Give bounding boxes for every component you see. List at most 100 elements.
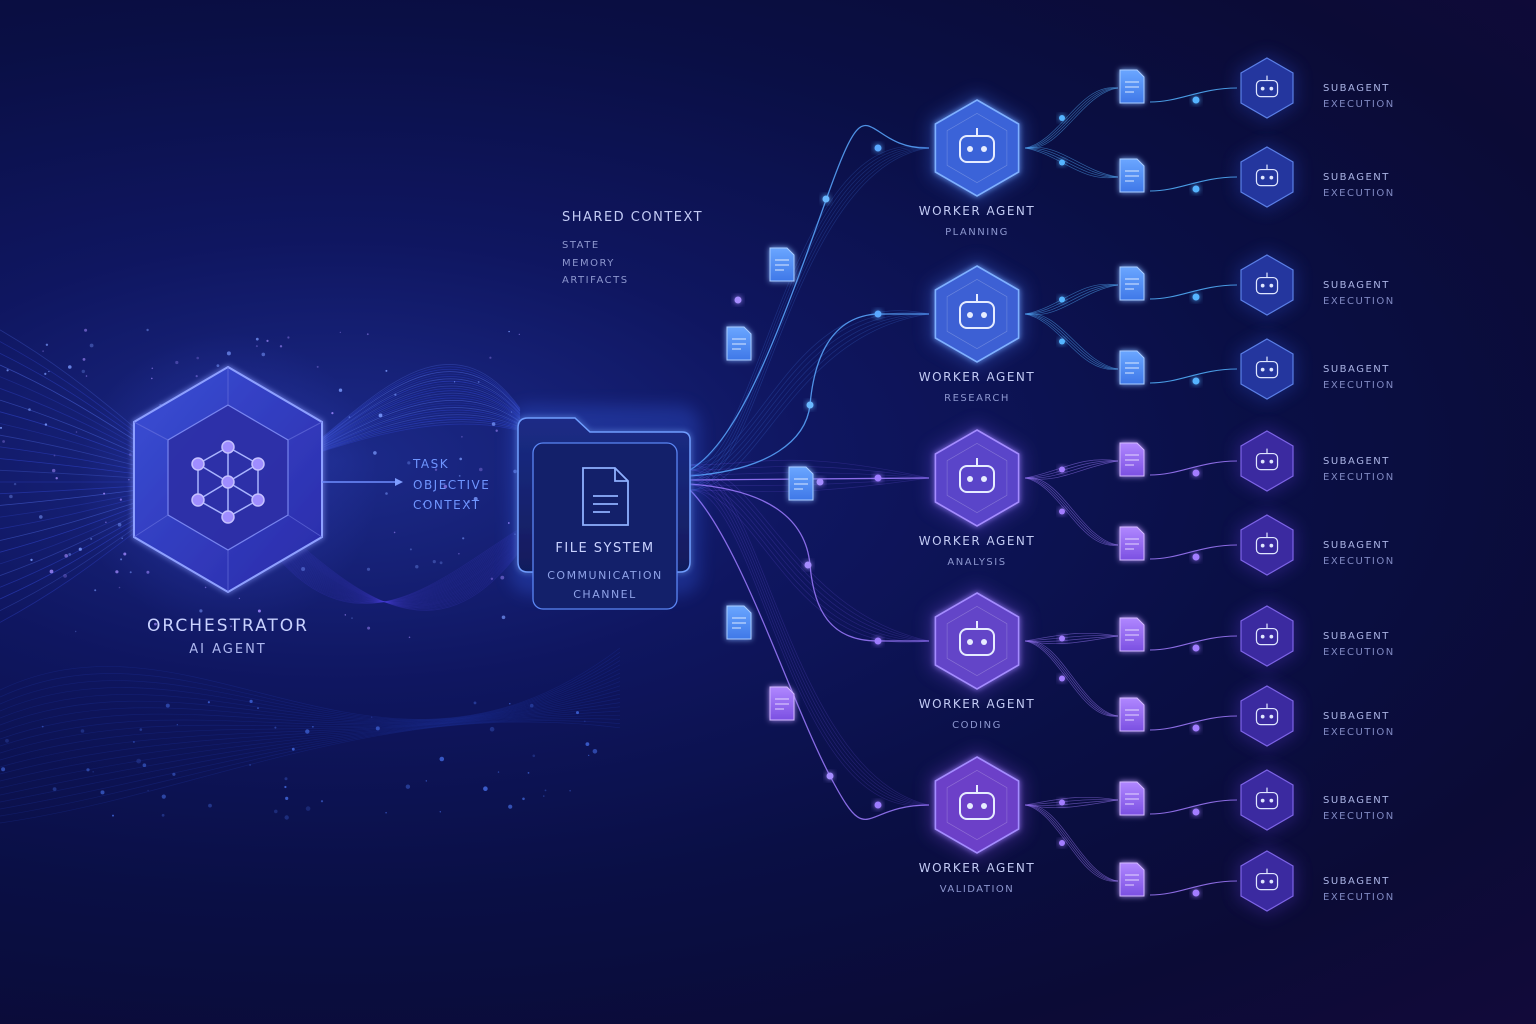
robot-icon <box>959 785 995 820</box>
document-icon <box>788 466 814 501</box>
worker-role: VALIDATION <box>939 884 1015 895</box>
connector-node <box>874 474 882 482</box>
connector-worker-1 <box>689 124 930 471</box>
document-icon <box>1119 862 1145 897</box>
subagent-subtitle: EXECUTION <box>1323 99 1395 110</box>
worker-agents <box>928 92 1026 861</box>
worker-node-analysis[interactable] <box>928 422 1026 534</box>
robot-icon <box>1255 356 1279 379</box>
subagent-node[interactable] <box>1236 334 1298 404</box>
subagent-subtitle: EXECUTION <box>1323 380 1395 391</box>
subagent-node[interactable] <box>1236 681 1298 751</box>
connector-node <box>822 195 830 203</box>
connector-node <box>874 144 882 152</box>
file-system-title: FILE SYSTEM <box>555 541 655 556</box>
document-icon <box>726 326 752 361</box>
shared-context-artifacts: ARTIFACTS <box>562 275 629 286</box>
robot-icon <box>1255 272 1279 295</box>
subagent-title: SUBAGENT <box>1323 280 1390 291</box>
subagent-subtitle: EXECUTION <box>1323 556 1395 567</box>
worker-connectors <box>689 124 930 820</box>
subagent-subtitle: EXECUTION <box>1323 811 1395 822</box>
subagent-title: SUBAGENT <box>1323 83 1390 94</box>
worker-role: ANALYSIS <box>947 557 1007 568</box>
file-system-subtitle: COMMUNICATION CHANNEL <box>547 566 663 604</box>
robot-icon <box>1255 448 1279 471</box>
robot-icon <box>1255 868 1279 891</box>
subagent-subtitle: EXECUTION <box>1323 647 1395 658</box>
worker-node-planning[interactable] <box>928 92 1026 204</box>
subagent-title: SUBAGENT <box>1323 795 1390 806</box>
worker-title: WORKER AGENT <box>918 861 1036 875</box>
subagent-node[interactable] <box>1236 250 1298 320</box>
subagent-node[interactable] <box>1236 765 1298 835</box>
task-label-context: CONTEXT <box>413 498 481 512</box>
document-icon <box>1119 781 1145 816</box>
document-icon <box>769 686 795 721</box>
connector-node <box>874 637 882 645</box>
connector-node <box>874 801 882 809</box>
document-icon <box>1119 158 1145 193</box>
worker-title: WORKER AGENT <box>918 534 1036 548</box>
task-label-objective: OBJECTIVE <box>413 477 491 492</box>
subagent-subtitle: EXECUTION <box>1323 472 1395 483</box>
worker-role: PLANNING <box>945 227 1009 238</box>
task-label-task: TASK <box>413 457 450 471</box>
subagent-subtitle: EXECUTION <box>1323 188 1395 199</box>
subagents <box>1236 53 1298 916</box>
worker-title: WORKER AGENT <box>918 697 1036 711</box>
subagent-title: SUBAGENT <box>1323 631 1390 642</box>
orchestrator-title: ORCHESTRATOR <box>147 616 309 636</box>
file-system-subtitle-line-1: COMMUNICATION <box>547 569 663 582</box>
subagent-node[interactable] <box>1236 601 1298 671</box>
subagent-node[interactable] <box>1236 142 1298 212</box>
robot-icon <box>959 621 995 656</box>
document-icon <box>1119 697 1145 732</box>
subagent-node[interactable] <box>1236 53 1298 123</box>
document-icon <box>1119 69 1145 104</box>
task-labels: TASK OBJECTIVE CONTEXT <box>413 454 490 516</box>
subagent-node[interactable] <box>1236 510 1298 580</box>
shared-context-title: SHARED CONTEXT <box>562 210 704 225</box>
task-arrow <box>322 478 403 486</box>
shared-context-memory: MEMORY <box>562 257 615 269</box>
robot-icon <box>1255 703 1279 726</box>
worker-node-coding[interactable] <box>928 585 1026 697</box>
subagent-node[interactable] <box>1236 846 1298 916</box>
worker-role: RESEARCH <box>944 393 1010 404</box>
document-icon <box>1119 350 1145 385</box>
shared-context-state: STATE <box>562 240 600 251</box>
robot-icon <box>1255 787 1279 810</box>
connector-worker-2 <box>689 313 929 477</box>
document-icons <box>726 69 1145 897</box>
subagent-title: SUBAGENT <box>1323 172 1390 183</box>
connector-node <box>804 561 812 569</box>
subagent-subtitle: EXECUTION <box>1323 296 1395 307</box>
subagent-title: SUBAGENT <box>1323 711 1390 722</box>
document-icon <box>582 467 629 526</box>
subagent-node[interactable] <box>1236 426 1298 496</box>
robot-icon <box>1255 532 1279 555</box>
worker-node-research[interactable] <box>928 258 1026 370</box>
document-icon <box>726 605 752 640</box>
subagent-subtitle: EXECUTION <box>1323 727 1395 738</box>
connector-node <box>826 772 834 780</box>
document-icon <box>769 247 795 282</box>
robot-icon <box>1255 623 1279 646</box>
subagent-subtitle: EXECUTION <box>1323 892 1395 903</box>
worker-role: CODING <box>952 720 1002 731</box>
worker-title: WORKER AGENT <box>918 204 1036 218</box>
subagent-connectors <box>1024 87 1238 897</box>
subagent-title: SUBAGENT <box>1323 876 1390 887</box>
robot-icon <box>959 128 995 163</box>
subagent-title: SUBAGENT <box>1323 540 1390 551</box>
worker-node-validation[interactable] <box>928 749 1026 861</box>
shared-context-items: STATE MEMORY ARTIFACTS <box>562 237 629 290</box>
document-icon <box>1119 266 1145 301</box>
subagent-title: SUBAGENT <box>1323 364 1390 375</box>
connector-worker-5 <box>689 489 930 820</box>
worker-title: WORKER AGENT <box>918 370 1036 384</box>
orchestrator-node[interactable] <box>78 332 378 632</box>
file-system-node[interactable] <box>510 405 700 610</box>
